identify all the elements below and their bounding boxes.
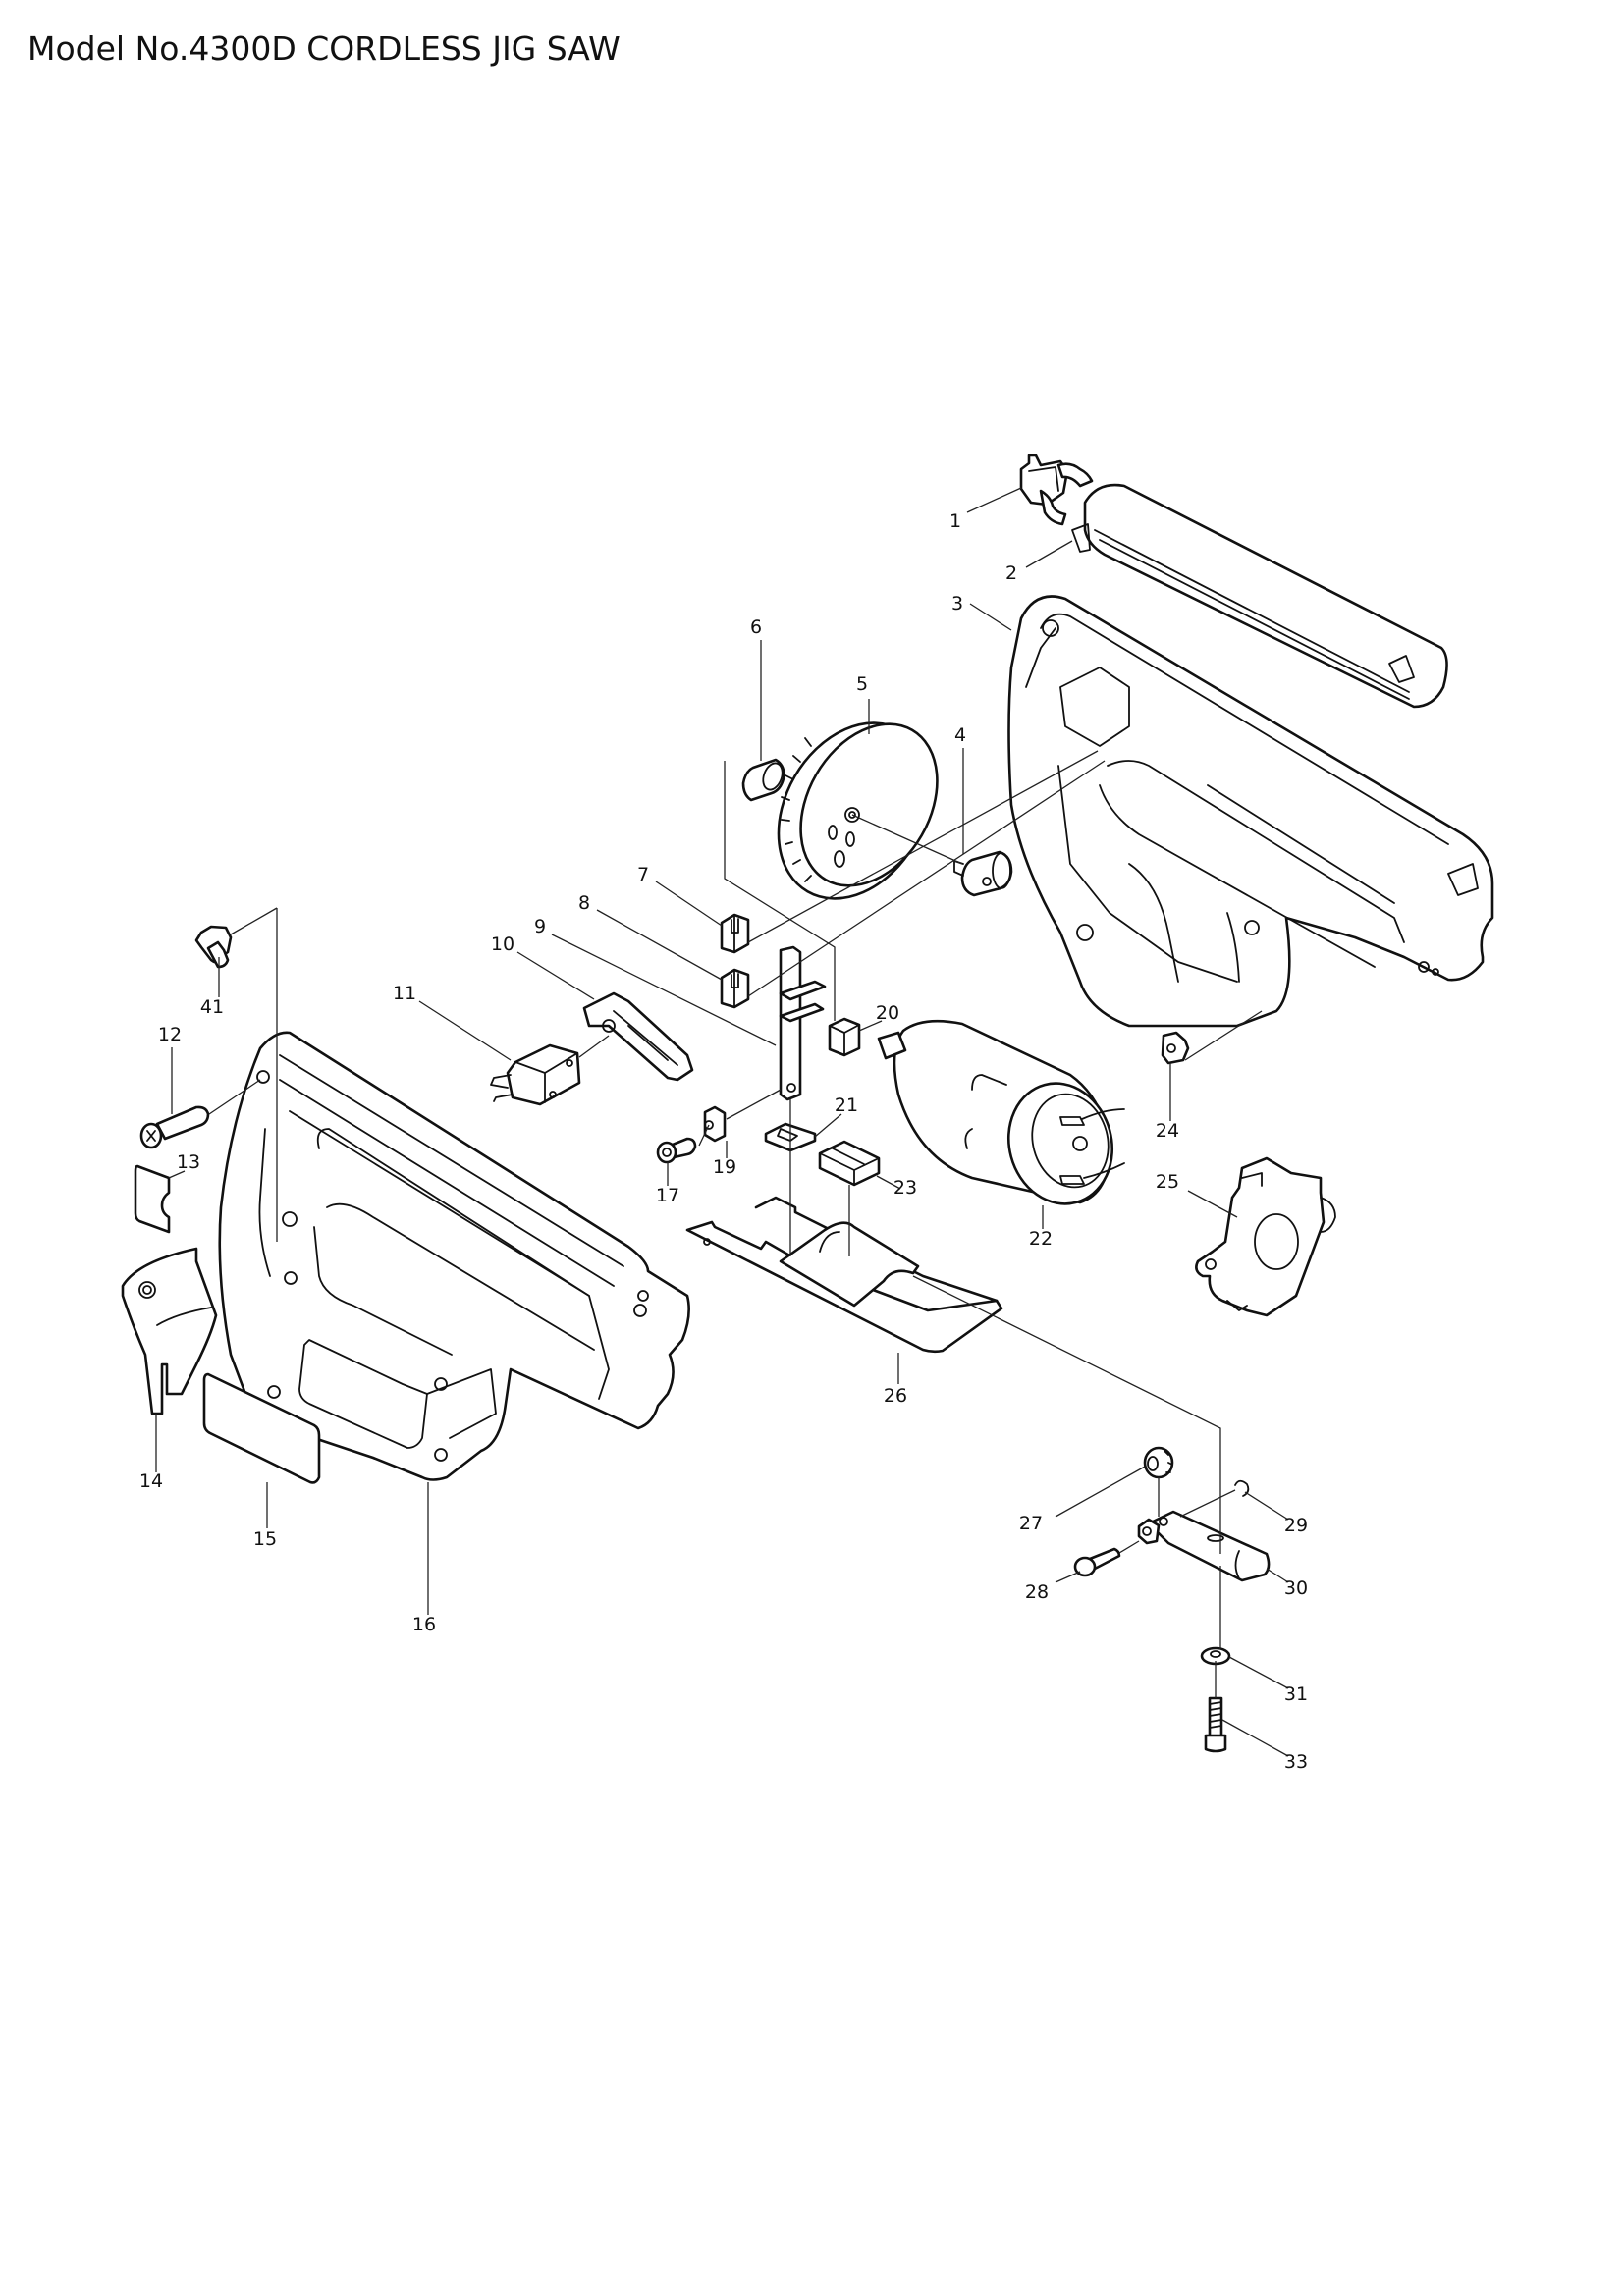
part-15-nameplate: [202, 1372, 321, 1484]
part-labels: 1234567891011121314151617192021222324252…: [139, 510, 1308, 1773]
part-number-label-30: 30: [1284, 1577, 1308, 1599]
part-number-label-16: 16: [412, 1614, 436, 1635]
part-23-block: [818, 1140, 881, 1187]
part-5-gear: [777, 721, 939, 900]
part-4-pin: [953, 850, 1013, 897]
part-30-rod-holder: [1137, 1510, 1271, 1582]
part-number-label-9: 9: [534, 916, 546, 937]
part-number-label-26: 26: [884, 1385, 907, 1407]
leader-lines: [155, 487, 1289, 1757]
part-2-battery: [1071, 483, 1448, 709]
part-29-e-ring: [1234, 1479, 1250, 1497]
part-number-label-23: 23: [893, 1177, 917, 1199]
part-number-label-13: 13: [177, 1151, 200, 1173]
page-title: Model No.4300D CORDLESS JIG SAW: [27, 29, 621, 68]
part-number-label-3: 3: [951, 593, 963, 614]
part-3-housing: [1007, 595, 1494, 1028]
part-26-base: [685, 1196, 1003, 1354]
part-number-label-33: 33: [1284, 1751, 1308, 1773]
part-14-guard: [121, 1247, 218, 1415]
part-28-bolt: [1073, 1547, 1121, 1577]
part-number-label-5: 5: [856, 673, 868, 695]
part-number-label-20: 20: [876, 1002, 899, 1024]
part-number-label-31: 31: [1284, 1683, 1308, 1705]
part-17-screw: [656, 1137, 697, 1164]
part-10-lever: [582, 991, 694, 1082]
part-13-label: [134, 1164, 171, 1234]
part-25-brush-plate: [1195, 1156, 1336, 1317]
part-number-label-6: 6: [750, 616, 762, 638]
part-16-housing: [218, 1031, 690, 1481]
part-8-block: [720, 968, 750, 1009]
part-number-label-7: 7: [637, 864, 649, 885]
part-number-label-21: 21: [835, 1095, 858, 1116]
part-22-motor: [877, 1019, 1125, 1205]
part-number-label-24: 24: [1156, 1120, 1179, 1142]
part-number-label-10: 10: [491, 934, 514, 955]
part-number-label-22: 22: [1029, 1228, 1053, 1250]
part-number-label-41: 41: [200, 996, 224, 1018]
part-33-bolt: [1204, 1696, 1227, 1753]
part-number-label-15: 15: [253, 1528, 277, 1550]
part-1-terminal: [1019, 454, 1094, 526]
part-number-label-14: 14: [139, 1470, 163, 1492]
part-31-washer: [1200, 1646, 1231, 1666]
part-number-label-1: 1: [949, 510, 961, 532]
part-number-label-8: 8: [578, 892, 590, 914]
part-number-label-4: 4: [954, 724, 966, 746]
part-41-lock-lever: [194, 925, 233, 969]
part-11-switch: [490, 1043, 581, 1106]
part-24-clip: [1161, 1031, 1190, 1065]
part-6-bearing: [741, 758, 785, 802]
part-number-label-28: 28: [1025, 1581, 1049, 1603]
part-20-block: [828, 1017, 861, 1057]
part-number-label-19: 19: [713, 1156, 736, 1178]
assembly-lines: [208, 750, 1263, 1698]
part-number-label-17: 17: [656, 1185, 679, 1206]
part-27-grommet: [1143, 1446, 1174, 1479]
part-number-label-12: 12: [158, 1024, 182, 1045]
part-12-screw: [139, 1105, 210, 1149]
part-9-plunger: [779, 945, 827, 1101]
part-7-block: [720, 913, 750, 954]
part-number-label-25: 25: [1156, 1171, 1179, 1193]
part-number-label-29: 29: [1284, 1515, 1308, 1536]
part-number-label-2: 2: [1005, 562, 1017, 584]
part-number-label-27: 27: [1019, 1513, 1043, 1534]
part-number-label-11: 11: [393, 983, 416, 1004]
part-19-block: [703, 1105, 727, 1143]
